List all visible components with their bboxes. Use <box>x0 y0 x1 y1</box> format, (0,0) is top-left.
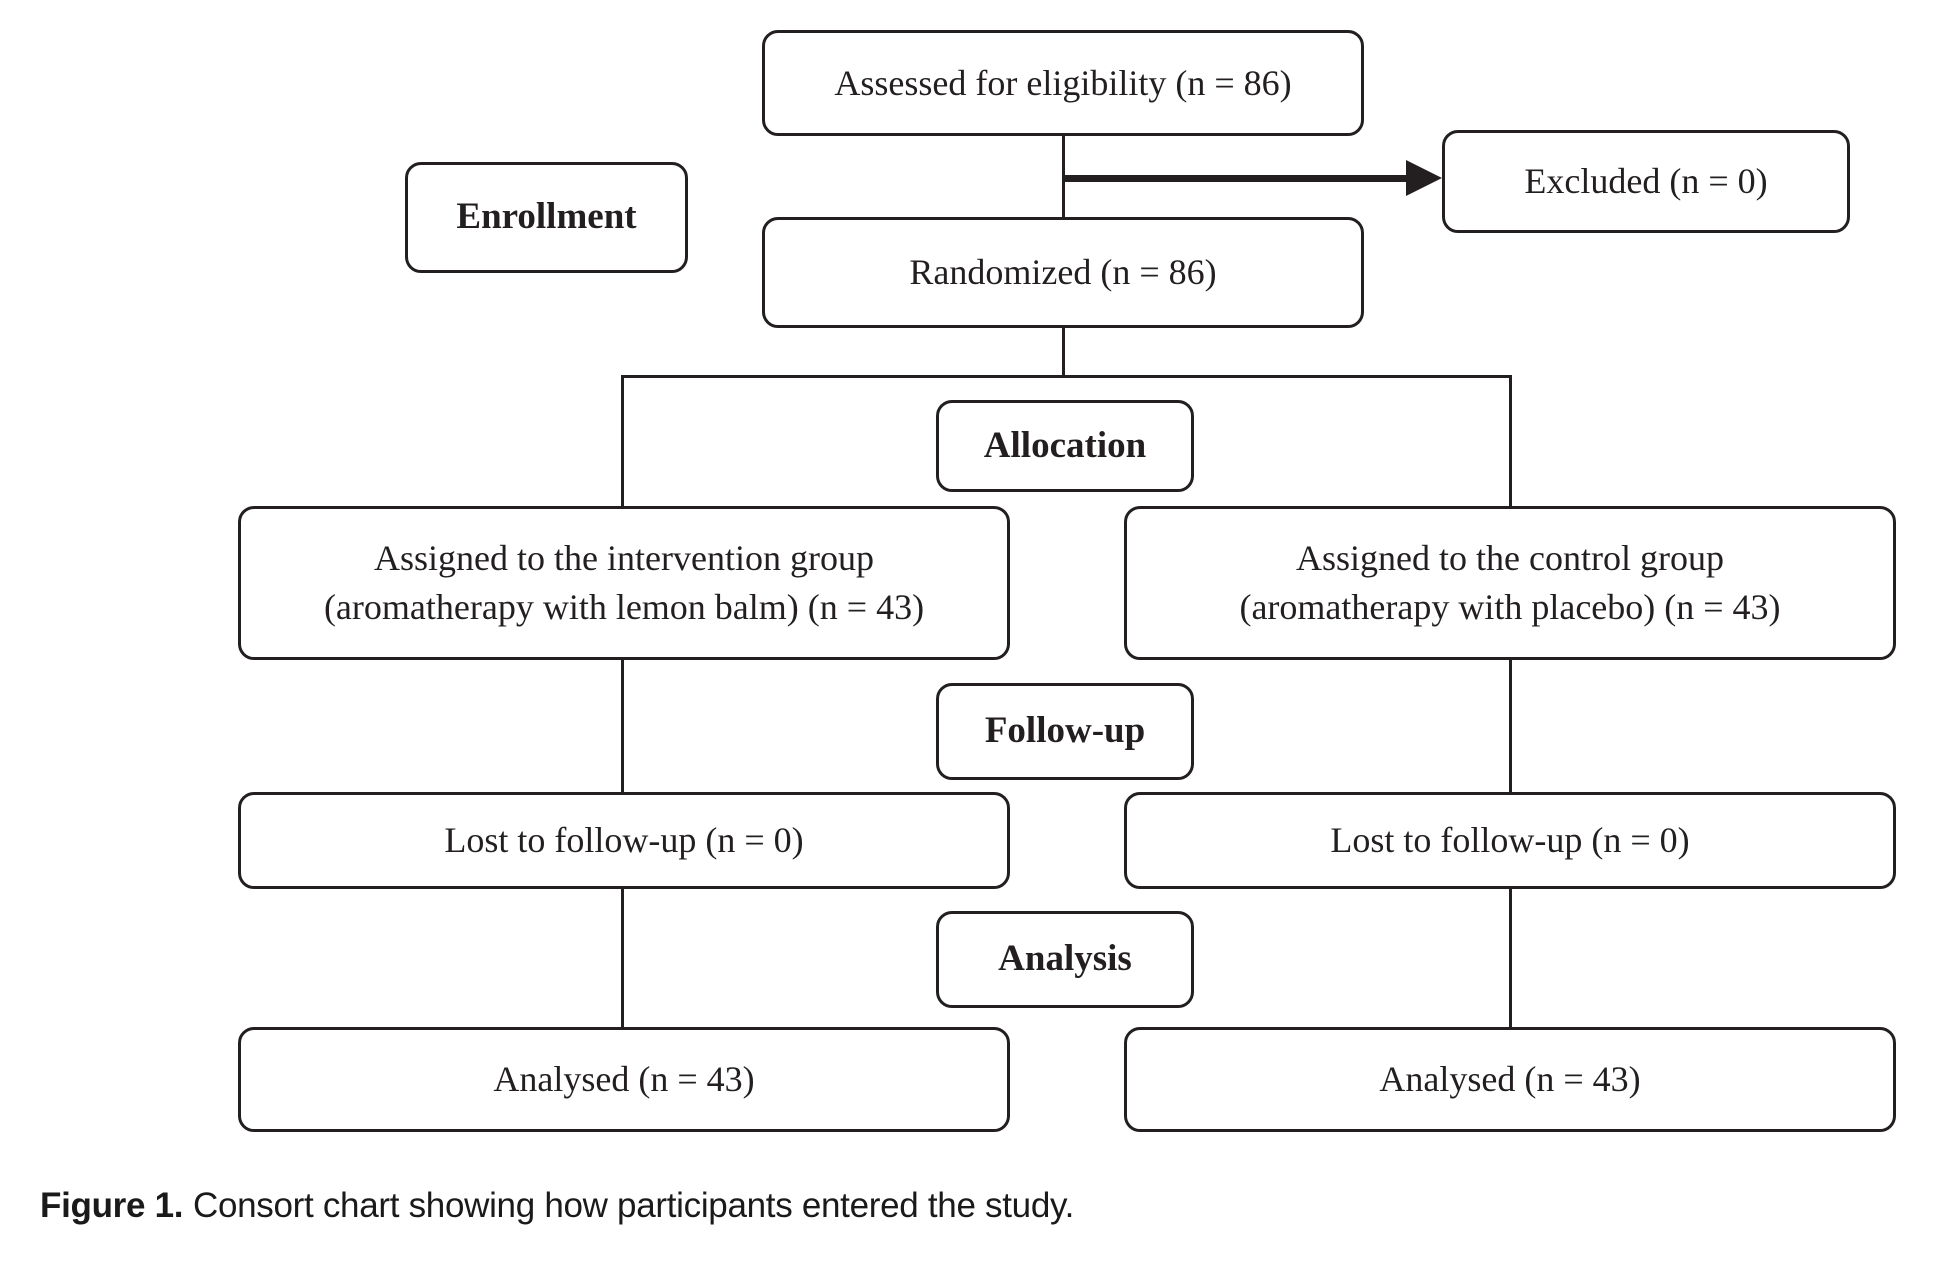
connector-lost-to-analysed-control <box>1509 887 1512 1029</box>
allocation-label: Allocation <box>983 424 1147 466</box>
figure-caption-label: Figure 1. <box>40 1186 184 1225</box>
lost-control-label: Lost to follow-up (n = 0) <box>1330 820 1690 861</box>
followup-label: Follow-up <box>984 710 1146 752</box>
box-excluded: Excluded (n = 0) <box>1442 130 1850 233</box>
enrollment-label: Enrollment <box>456 196 637 238</box>
box-assigned-intervention-group: Assigned to the intervention group (arom… <box>238 506 1010 660</box>
connector-junction-to-control <box>1509 375 1512 508</box>
randomized-label: Randomized (n = 86) <box>909 252 1217 293</box>
box-stage-followup: Follow-up <box>936 683 1194 780</box>
box-analysed-control: Analysed (n = 43) <box>1124 1027 1896 1132</box>
connector-junction-to-intervention <box>621 375 624 508</box>
box-assigned-control-group: Assigned to the control group (aromather… <box>1124 506 1896 660</box>
figure-caption: Figure 1.Consort chart showing how parti… <box>40 1186 1074 1226</box>
connector-arrow-to-excluded-shaft <box>1063 175 1408 182</box>
box-stage-allocation: Allocation <box>936 400 1194 492</box>
connector-randomized-to-junction <box>1062 326 1065 378</box>
arrowhead-to-excluded-icon <box>1406 160 1442 196</box>
box-lost-followup-control: Lost to follow-up (n = 0) <box>1124 792 1896 889</box>
box-assessed-for-eligibility: Assessed for eligibility (n = 86) <box>762 30 1364 136</box>
connector-junction-horizontal <box>621 375 1512 378</box>
box-stage-analysis: Analysis <box>936 911 1194 1008</box>
connector-control-to-lost <box>1509 658 1512 794</box>
connector-lost-to-analysed-intervention <box>621 887 624 1029</box>
analysed-intervention-label: Analysed (n = 43) <box>493 1059 755 1100</box>
assigned-intervention-line1: Assigned to the intervention group <box>374 538 874 579</box>
assigned-intervention-line2: (aromatherapy with lemon balm) (n = 43) <box>323 587 925 627</box>
assigned-control-line1: Assigned to the control group <box>1296 538 1724 579</box>
analysed-control-label: Analysed (n = 43) <box>1379 1059 1641 1100</box>
assigned-control-line2: (aromatherapy with placebo) (n = 43) <box>1239 587 1781 627</box>
box-analysed-intervention: Analysed (n = 43) <box>238 1027 1010 1132</box>
assessed-label: Assessed for eligibility (n = 86) <box>834 62 1292 103</box>
box-stage-enrollment: Enrollment <box>405 162 688 273</box>
connector-intervention-to-lost <box>621 658 624 794</box>
lost-intervention-label: Lost to follow-up (n = 0) <box>444 820 804 861</box>
box-randomized: Randomized (n = 86) <box>762 217 1364 328</box>
box-lost-followup-intervention: Lost to follow-up (n = 0) <box>238 792 1010 889</box>
figure-caption-text: Consort chart showing how participants e… <box>192 1186 1075 1225</box>
analysis-label: Analysis <box>998 938 1132 980</box>
excluded-label: Excluded (n = 0) <box>1524 161 1768 202</box>
